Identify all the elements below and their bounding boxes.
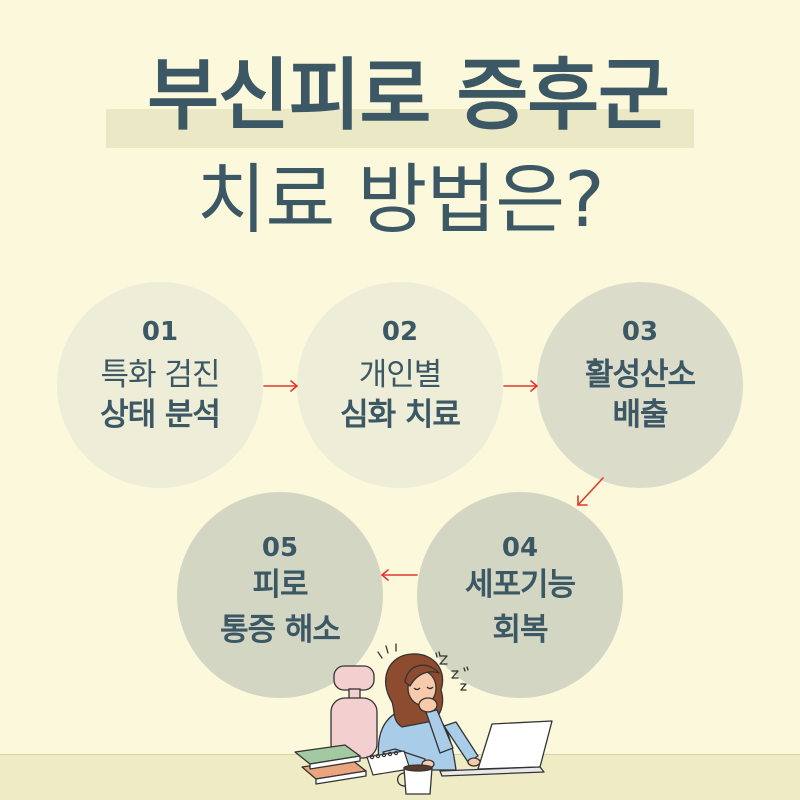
woman-bangs: [404, 664, 440, 687]
step-number: 04: [501, 533, 539, 563]
step-label-line1: 특화 검진: [100, 357, 221, 393]
chin-support-arm: [425, 709, 454, 754]
spiral-notebook: [366, 750, 411, 776]
step-number: 01: [141, 317, 179, 347]
title-highlight-bar: [106, 109, 694, 148]
step-label-line1: 개인별: [358, 357, 443, 393]
sleep-zz-icon: [435, 651, 469, 691]
step-number: 03: [621, 317, 659, 347]
laptop: [439, 720, 553, 777]
step-number: 05: [261, 533, 299, 563]
office-chair: [330, 665, 378, 759]
step-label-line1: 피로: [252, 567, 308, 603]
step-circle-01: 01 특화 검진 상태 분석: [57, 282, 263, 488]
coffee-mug-icon: [396, 764, 433, 795]
hand-under-chin: [418, 697, 438, 713]
step-circle-04: 04 세포기능 회복: [417, 492, 623, 698]
step-number: 02: [381, 317, 419, 347]
page-title-line2: 치료 방법은?: [196, 155, 604, 244]
step-label-line1: 세포기능: [464, 567, 576, 603]
reaching-hand: [467, 757, 481, 767]
tired-woman: [377, 653, 481, 771]
step-label-line1: 활성산소: [584, 357, 696, 393]
step-label-line2: 심화 치료: [340, 397, 461, 433]
step-label-line2: 상태 분석: [100, 397, 221, 433]
step-label-line2: 회복: [492, 612, 548, 648]
arrow-left-icon: [381, 569, 418, 581]
step-circle-02: 02 개인별 심화 치료: [297, 282, 503, 488]
page-title: 부신피로 증후군: [147, 51, 669, 141]
arrow-right-icon: [503, 380, 538, 392]
tired-woman-at-desk-illustration: [294, 643, 553, 795]
book-stack: [294, 744, 367, 785]
reaching-arm: [443, 721, 479, 763]
step-label-line2: 배출: [612, 397, 668, 433]
step-circle-05: 05 피로 통증 해소: [177, 492, 383, 698]
arrow-down-left-icon: [577, 477, 604, 506]
step-label-line2: 통증 해소: [220, 612, 341, 648]
stress-lines: [377, 643, 397, 659]
closed-eyes: [413, 686, 434, 691]
step-circle-03: 03 활성산소 배출: [537, 282, 743, 488]
arrow-right-icon: [263, 380, 298, 392]
